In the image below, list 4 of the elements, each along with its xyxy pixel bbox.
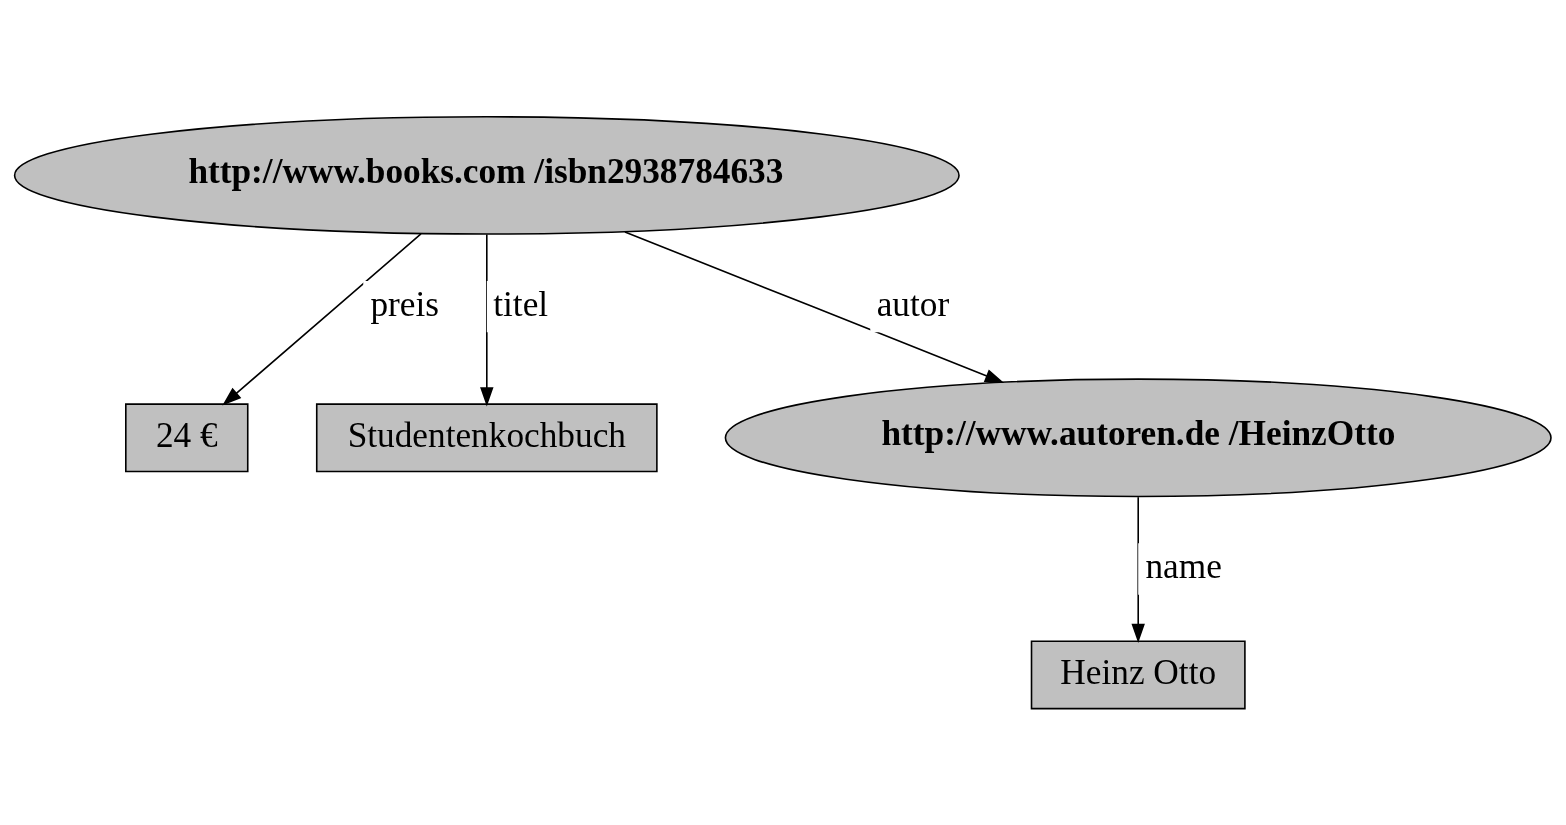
edge-label: name bbox=[1145, 546, 1222, 586]
edge-label: titel bbox=[493, 284, 549, 324]
edge-label: preis bbox=[370, 284, 440, 324]
edge-label: autor bbox=[876, 284, 950, 324]
